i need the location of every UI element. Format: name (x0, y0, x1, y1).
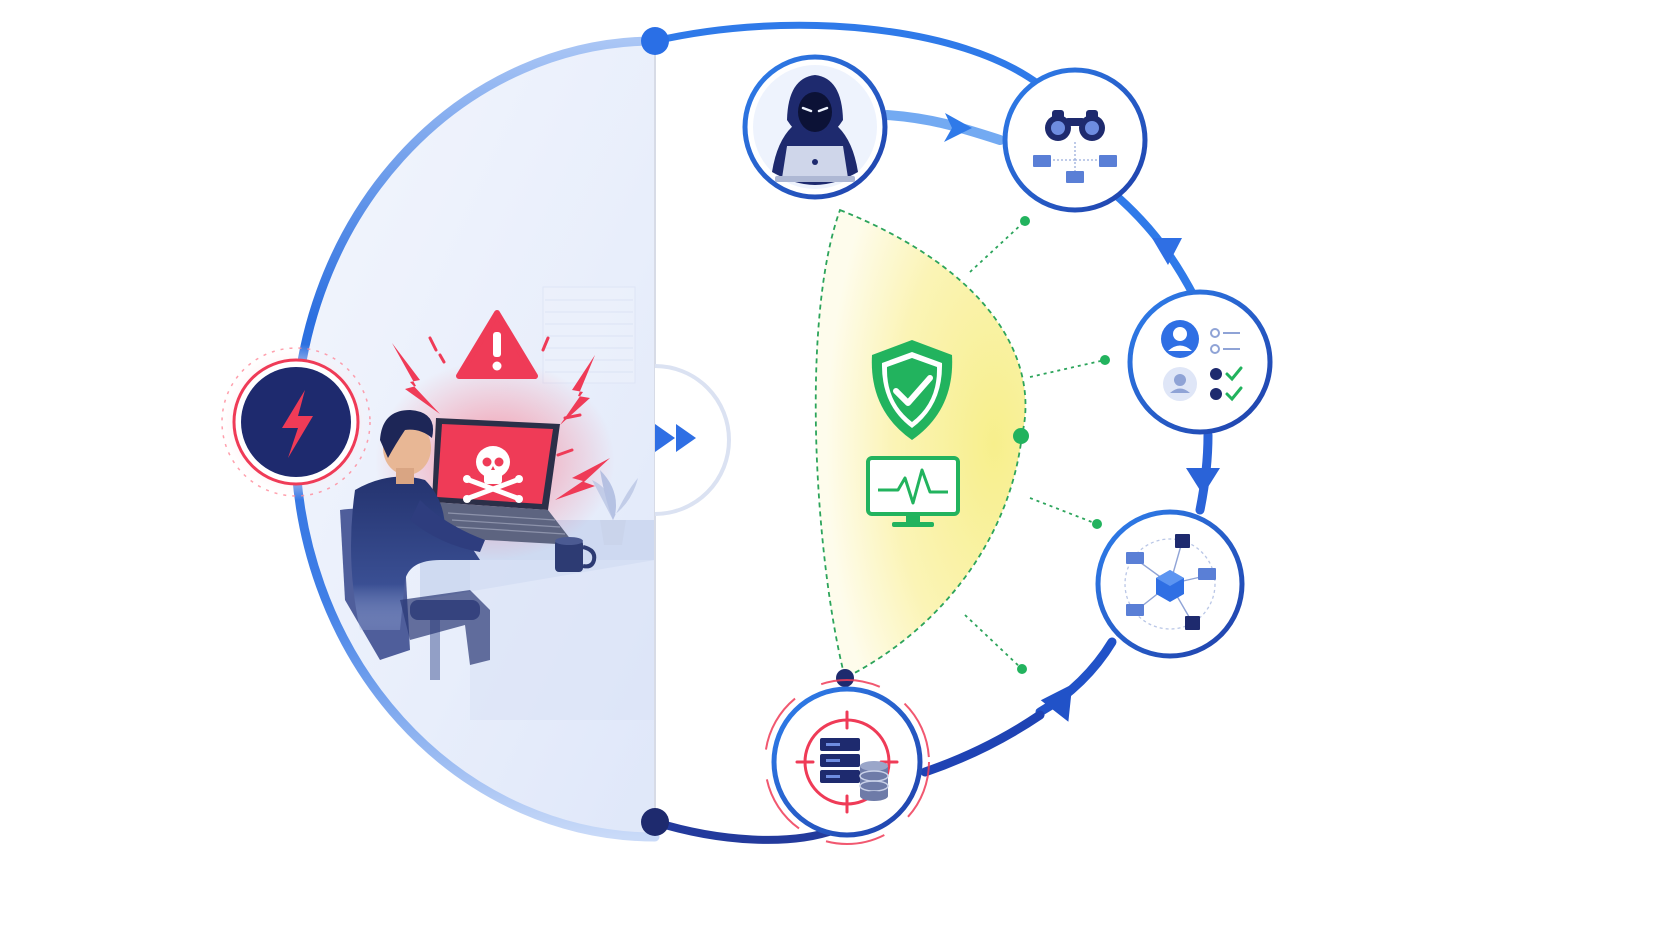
person-at-laptop (340, 410, 490, 680)
window-blinds (542, 286, 636, 384)
stage-reconnaissance (1002, 67, 1148, 213)
left-panel (218, 36, 660, 842)
database-icon (859, 761, 889, 801)
chevron-right-icon (944, 113, 972, 142)
office-scene (340, 286, 655, 720)
stage-target (764, 679, 930, 845)
compromised-laptop (432, 418, 575, 545)
monitor-heartbeat-icon (866, 456, 960, 527)
binoculars-network-icon (1033, 110, 1117, 183)
fast-forward-icon (655, 424, 696, 452)
ring-node-top (641, 27, 669, 55)
stage-lateral-movement (1095, 509, 1245, 659)
lightning-icon (282, 390, 313, 458)
shield-check-icon (871, 340, 953, 440)
coffee-mug-icon (555, 537, 597, 572)
keyboard (447, 512, 566, 535)
skull-crossbones-icon (463, 446, 523, 503)
chevron-down-icon (1152, 238, 1182, 265)
network-topology-icon (1124, 534, 1216, 630)
chevron-down-icon (1186, 468, 1220, 495)
center-divider (654, 41, 731, 822)
attack-cycle-ring (641, 21, 1220, 844)
lightning-bolt-icon (392, 343, 610, 500)
warning-icon (456, 310, 538, 379)
defense-anchor-node (836, 669, 854, 687)
stage-attacker (742, 54, 888, 200)
plant-icon (592, 470, 638, 545)
defense-zone (814, 208, 1110, 687)
ring-node-bottom (641, 808, 669, 836)
alert-sparks (428, 336, 582, 457)
incident-badge (218, 344, 374, 500)
connector-dots (1013, 216, 1110, 674)
server-database-target-icon (795, 710, 899, 814)
arrow-attacker-to-recon (882, 110, 1005, 145)
defense-connectors (964, 220, 1106, 670)
user-accounts-checklist-icon (1161, 320, 1243, 402)
chevron-left-icon (1040, 684, 1073, 722)
hooded-hacker-icon (772, 75, 858, 185)
stage-credential-access (1127, 289, 1273, 435)
